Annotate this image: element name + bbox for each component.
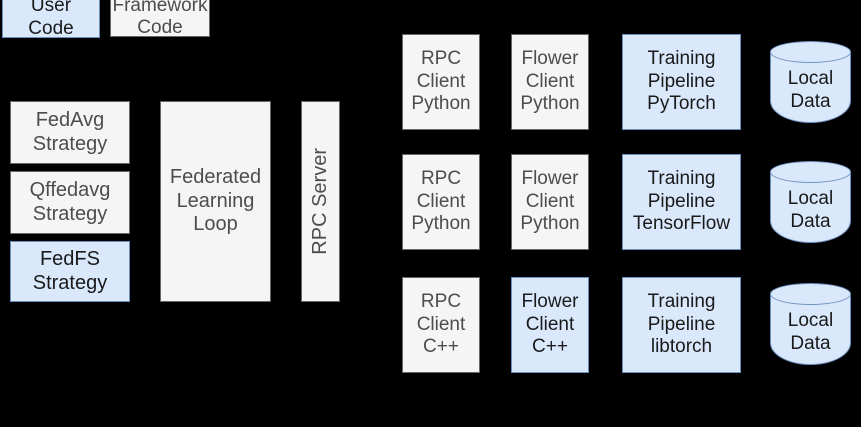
rpc-client-box-row-3: RPC Client C++ xyxy=(402,277,480,373)
strategy-label-qffedavg: Qffedavg Strategy xyxy=(29,178,111,225)
local-data-label-row-1: Local Data xyxy=(787,68,834,112)
flower-client-label-row-2: Flower Client Python xyxy=(520,168,580,235)
strategy-box-fedfs: FedFS Strategy xyxy=(10,241,130,302)
rpc-client-label-row-2: RPC Client Python xyxy=(411,168,471,235)
local-data-label-row-3: Local Data xyxy=(787,310,834,354)
local-data-label-row-2: Local Data xyxy=(787,188,834,232)
flower-client-label-row-1: Flower Client Python xyxy=(520,48,580,115)
cylinder-body xyxy=(770,52,851,123)
local-data-cylinder-row-2: Local Data xyxy=(770,161,851,243)
rpc-client-label-row-3: RPC Client C++ xyxy=(416,291,466,358)
rpc-server-label: RPC Server xyxy=(308,148,331,255)
flower-client-box-row-1: Flower Client Python xyxy=(511,34,589,130)
cylinder-top-ellipse xyxy=(770,161,851,183)
strategy-box-qffedavg: Qffedavg Strategy xyxy=(10,171,130,234)
cylinder-body xyxy=(770,172,851,243)
strategy-label-fedavg: FedAvg Strategy xyxy=(32,108,108,155)
legend-framework-code: Framework Code xyxy=(110,0,210,38)
legend-user-code-label: User Code xyxy=(28,0,74,39)
cylinder-body xyxy=(770,294,851,365)
training-pipeline-box-row-3: Training Pipeline libtorch xyxy=(622,277,741,373)
training-pipeline-box-row-2: Training Pipeline TensorFlow xyxy=(622,154,741,250)
cylinder-top-ellipse xyxy=(770,283,851,305)
strategy-box-fedavg: FedAvg Strategy xyxy=(10,101,130,164)
legend-user-code: User Code xyxy=(2,0,100,39)
training-pipeline-label-row-3: Training Pipeline libtorch xyxy=(647,291,716,358)
flower-client-label-row-3: Flower Client C++ xyxy=(521,291,579,358)
flower-client-box-row-3: Flower Client C++ xyxy=(511,277,589,373)
federated-learning-loop-label: Federated Learning Loop xyxy=(169,166,262,236)
rpc-client-box-row-1: RPC Client Python xyxy=(402,34,480,130)
rpc-client-label-row-1: RPC Client Python xyxy=(411,48,471,115)
rpc-client-box-row-2: RPC Client Python xyxy=(402,154,480,250)
training-pipeline-label-row-1: Training Pipeline PyTorch xyxy=(647,48,716,115)
legend-framework-code-label: Framework Code xyxy=(112,0,208,38)
cylinder-top-ellipse xyxy=(770,41,851,63)
strategy-label-fedfs: FedFS Strategy xyxy=(32,247,108,294)
training-pipeline-label-row-2: Training Pipeline TensorFlow xyxy=(632,168,731,235)
local-data-cylinder-row-1: Local Data xyxy=(770,41,851,123)
flower-client-box-row-2: Flower Client Python xyxy=(511,154,589,250)
local-data-cylinder-row-3: Local Data xyxy=(770,283,851,365)
rpc-server-box: RPC Server xyxy=(301,101,340,302)
training-pipeline-box-row-1: Training Pipeline PyTorch xyxy=(622,34,741,130)
federated-learning-loop-box: Federated Learning Loop xyxy=(160,101,271,302)
